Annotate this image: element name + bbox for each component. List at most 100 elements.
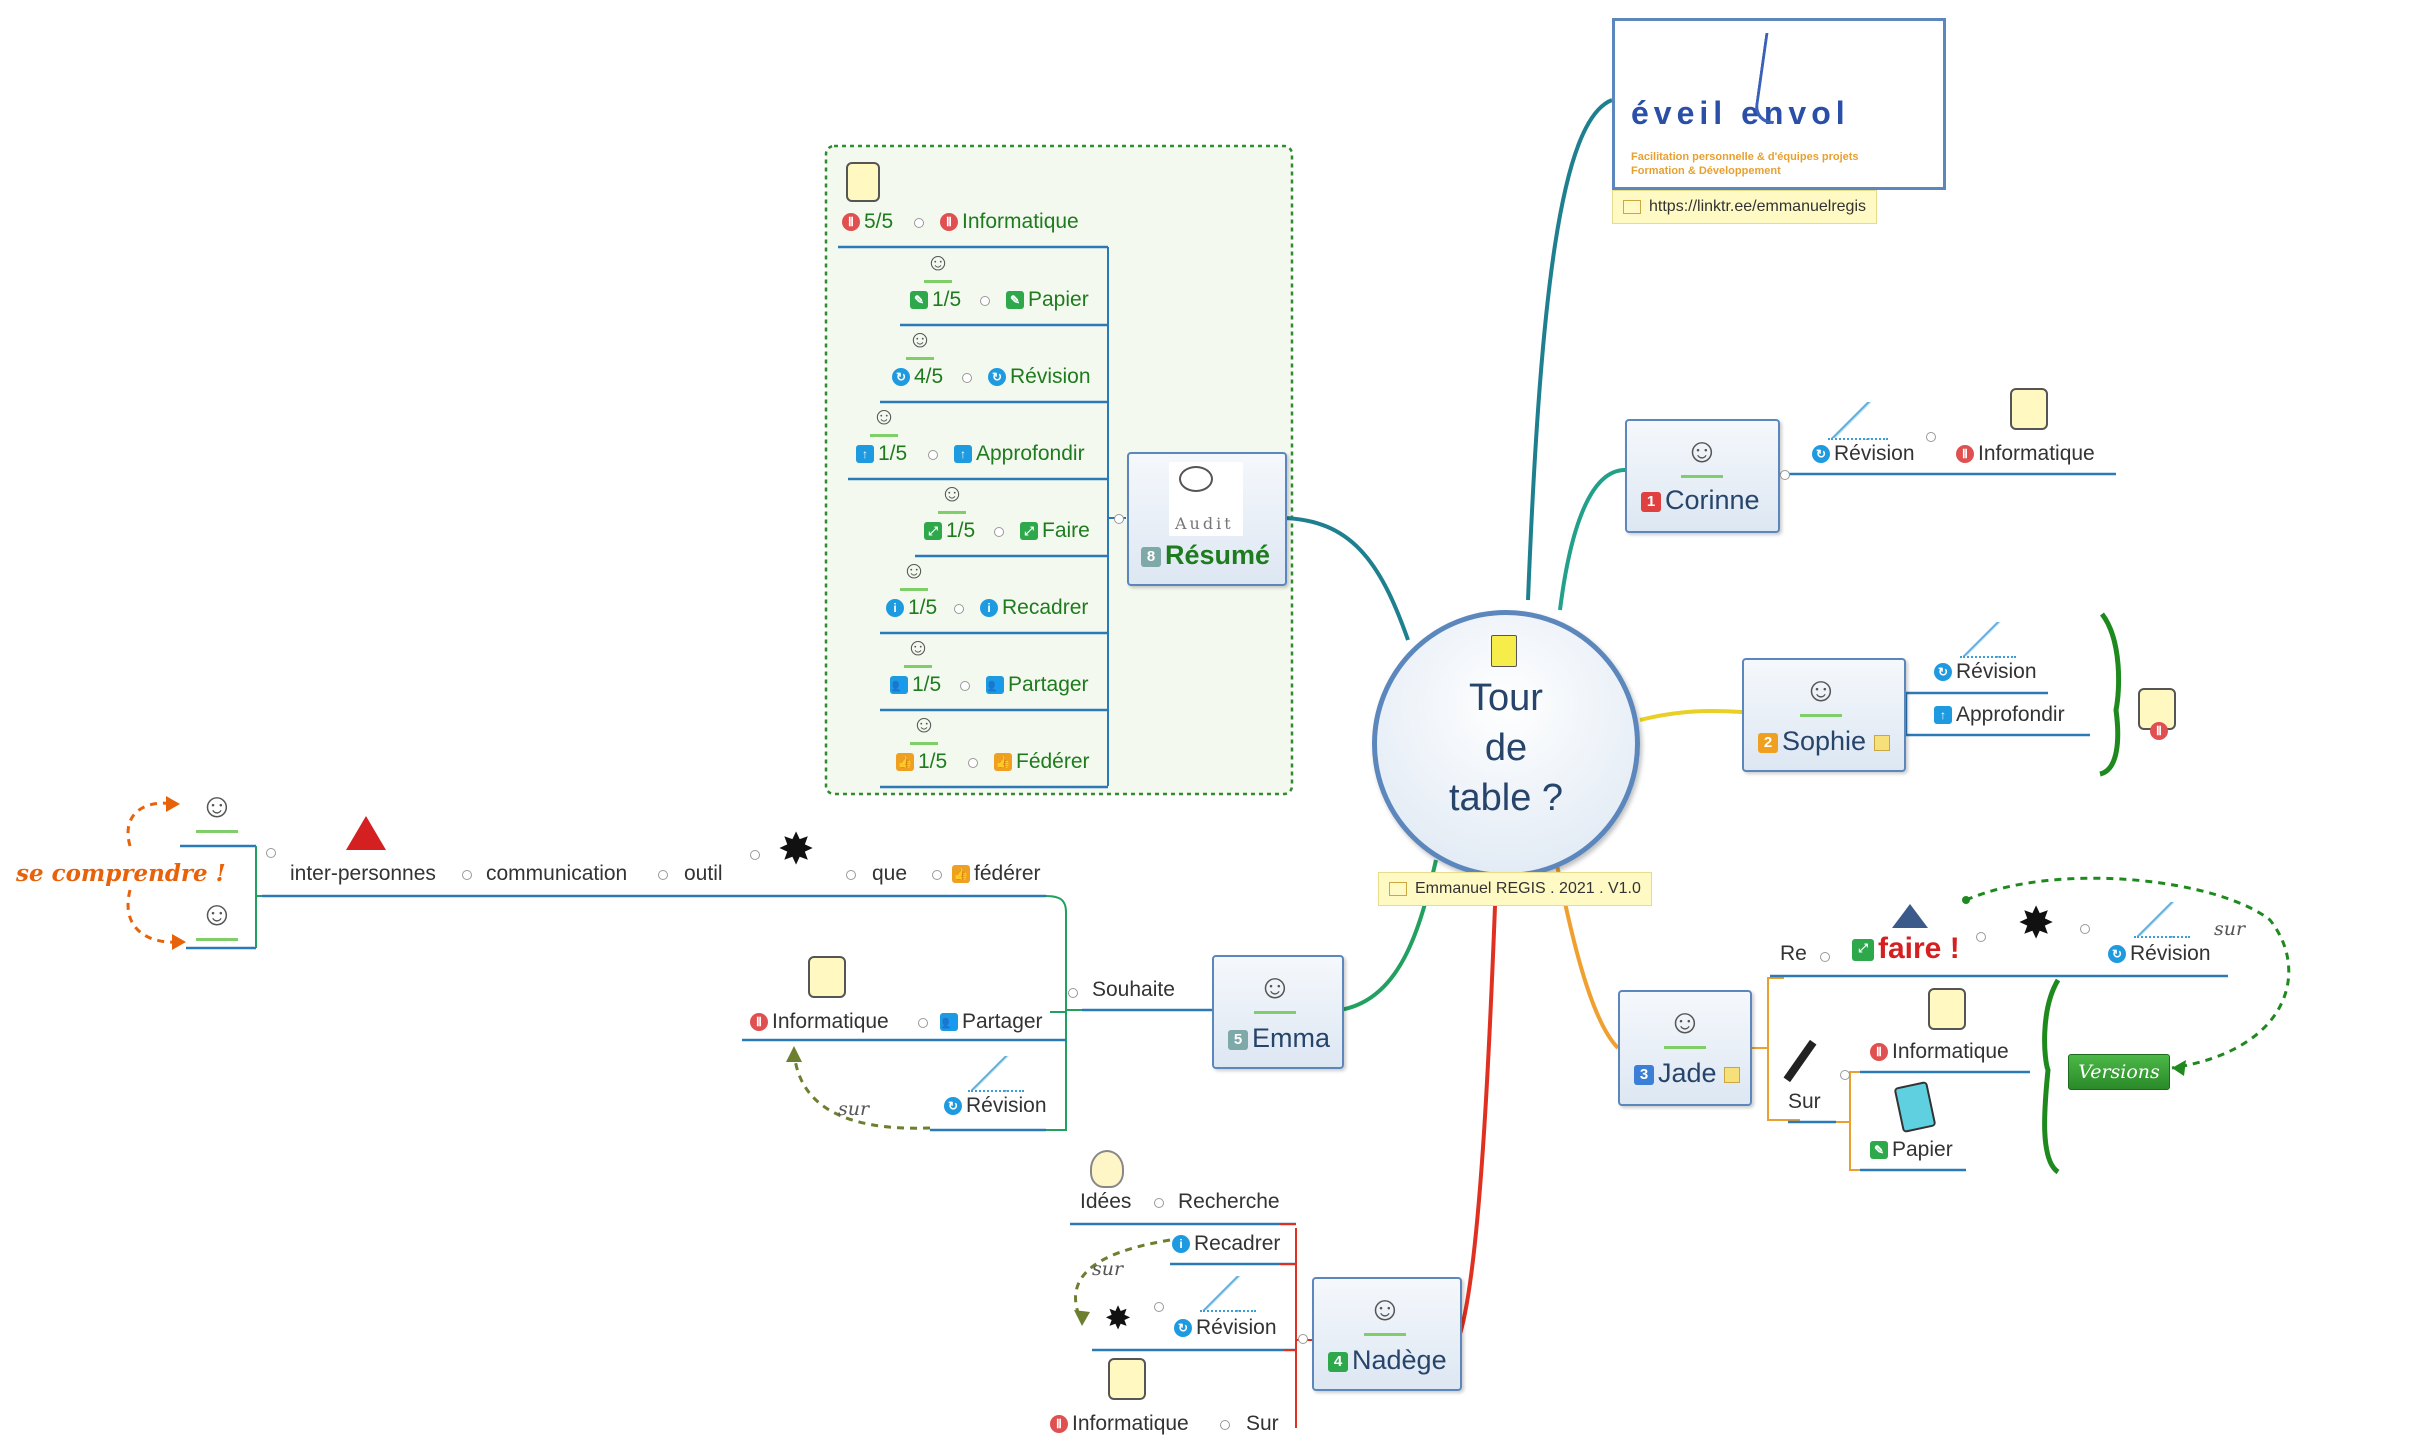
person-icon: ☺: [904, 633, 932, 668]
nadege-splash-dot: [1154, 1302, 1164, 1312]
nadege-info-dot: [1220, 1420, 1230, 1430]
arrow-up-icon: ↑: [954, 445, 972, 464]
sophie-revision[interactable]: ↻Révision: [1934, 660, 2037, 684]
resume-label-4[interactable]: ↑Approfondir: [954, 442, 1085, 466]
resume-score-1-text: 5/5: [864, 210, 894, 233]
nadege-sur-label: sur: [1092, 1258, 1124, 1280]
jade-sur-label: sur: [2214, 918, 2246, 940]
pause-icon: Ⅱ: [1050, 1415, 1068, 1434]
revision-chart-icon: [1960, 622, 2016, 658]
jade-faire[interactable]: ⤢faire !: [1852, 932, 1960, 966]
resume-row-dot: [962, 373, 972, 383]
resume-score-3-text: 4/5: [914, 365, 944, 388]
emma-chain-5[interactable]: 👍fédérer: [952, 862, 1041, 885]
computer-icon: [2010, 388, 2048, 430]
emma-chain-4[interactable]: que: [872, 862, 908, 885]
central-title-line2: de: [1484, 727, 1528, 769]
note-icon: [1389, 882, 1407, 896]
jade-papier[interactable]: ✎Papier: [1870, 1138, 1953, 1162]
emma-sur-label: sur: [838, 1098, 870, 1120]
person-icon: ☺: [1664, 1000, 1706, 1049]
computer-icon: [808, 956, 846, 998]
resume-score-3[interactable]: ↻4/5: [892, 365, 943, 389]
person-icon: ☺: [1800, 668, 1842, 717]
emma-info-dot: [918, 1018, 928, 1028]
person-icon: ☺: [870, 402, 898, 437]
emma-chain-3[interactable]: outil: [684, 862, 723, 885]
resume-score-4[interactable]: ↑1/5: [856, 442, 907, 466]
note-icon: [1623, 200, 1641, 214]
sophie-approfondir[interactable]: ↑Approfondir: [1934, 703, 2065, 727]
jade-sur[interactable]: Sur: [1788, 1090, 1821, 1113]
central-note[interactable]: Emmanuel REGIS . 2021 . V1.0: [1378, 872, 1652, 906]
emma-chain-1[interactable]: inter-personnes: [290, 862, 436, 885]
info-icon: i: [980, 599, 998, 618]
resume-label-5[interactable]: ⤢Faire: [1020, 519, 1090, 543]
emma-chain-2[interactable]: communication: [486, 862, 628, 885]
refresh-icon: ↻: [988, 368, 1006, 387]
logo-topic[interactable]: éveil envol Facilitation personnelle & d…: [1612, 18, 1946, 190]
resume-score-8-text: 1/5: [918, 750, 948, 773]
resume-row-dot: [928, 450, 938, 460]
versions-button[interactable]: Versions: [2068, 1054, 2170, 1090]
branch-resume: [1282, 516, 1410, 641]
resume-collapse[interactable]: [1114, 514, 1124, 524]
bulb-icon: [1090, 1150, 1124, 1188]
resume-label-6-text: Recadrer: [1002, 596, 1089, 619]
resume-label-8[interactable]: 👍Fédérer: [994, 750, 1090, 774]
jade-re-dot: [1820, 952, 1830, 962]
resume-label-2[interactable]: ✎Papier: [1006, 288, 1089, 312]
emma-souhaite[interactable]: Souhaite: [1092, 978, 1175, 1001]
pause-icon: Ⅱ: [2150, 722, 2168, 740]
thumb-icon: 👍: [994, 753, 1012, 772]
jade-revision[interactable]: ↻Révision: [2108, 942, 2211, 966]
central-topic[interactable]: Tour de table ?: [1372, 610, 1640, 878]
resume-label-7-text: Partager: [1008, 673, 1089, 696]
magnifier-icon: [1179, 466, 1213, 492]
jade-brace: [2042, 978, 2061, 1175]
corinne-collapse[interactable]: [1780, 470, 1790, 480]
emma-revision[interactable]: ↻Révision: [944, 1094, 1047, 1118]
jade-re[interactable]: Re: [1780, 942, 1807, 965]
person-icon: ☺: [910, 710, 938, 745]
resume-label-3[interactable]: ↻Révision: [988, 365, 1091, 389]
resume-score-2[interactable]: ✎1/5: [910, 288, 961, 312]
people-icon: 👥: [940, 1013, 958, 1032]
person-icon: ☺: [1254, 965, 1296, 1014]
pause-icon: Ⅱ: [1870, 1043, 1888, 1062]
nadege-collapse[interactable]: [1298, 1334, 1308, 1344]
nadege-sur[interactable]: Sur: [1246, 1412, 1279, 1435]
computer-icon: [846, 162, 880, 202]
resume-score-5[interactable]: ⤢1/5: [924, 519, 975, 543]
emma-partager[interactable]: 👥Partager: [940, 1010, 1043, 1033]
logo-link-note[interactable]: https://linktr.ee/emmanuelregis: [1612, 190, 1877, 224]
resume-score-7[interactable]: 👥1/5: [890, 673, 941, 697]
resume-row-dot: [980, 296, 990, 306]
nadege-idees[interactable]: Idées: [1080, 1190, 1132, 1213]
nadege-revision[interactable]: ↻Révision: [1174, 1316, 1277, 1340]
people-icon: 👥: [986, 676, 1004, 695]
nadege-recherche[interactable]: Recherche: [1178, 1190, 1280, 1213]
resume-label-7[interactable]: 👥Partager: [986, 673, 1089, 697]
resume-score-8[interactable]: 👍1/5: [896, 750, 947, 774]
expand-icon: ⤢: [1020, 522, 1038, 541]
splash-icon: ✸: [777, 825, 815, 874]
corinne-revision[interactable]: ↻Révision: [1812, 442, 1915, 466]
